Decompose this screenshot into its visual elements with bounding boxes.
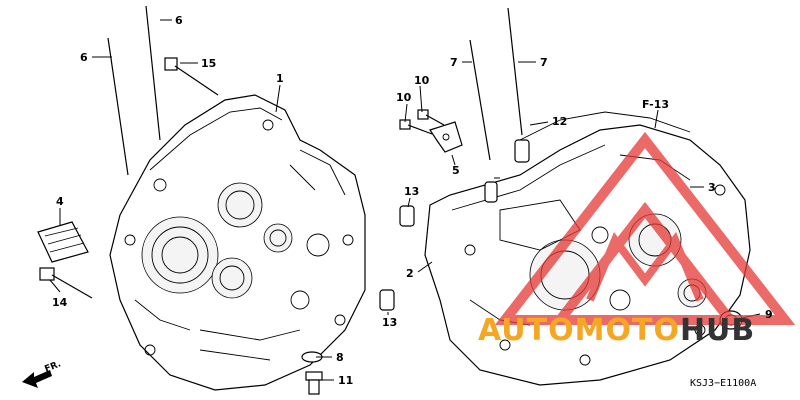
callout-6-upper: 6: [175, 14, 183, 27]
left-crankcase-half: [109, 94, 366, 391]
callout-12: 12: [552, 115, 567, 128]
front-direction-indicator: FR.: [22, 359, 63, 388]
watermark-text-hub: HUB: [680, 313, 755, 348]
callout-7-right: 7: [540, 56, 548, 69]
callout-14: 14: [52, 296, 68, 309]
watermark-text-auto: AUTO: [478, 313, 575, 348]
dowels-13: [379, 181, 498, 311]
bolt-15: [164, 57, 219, 96]
callout-6-lower: 6: [80, 51, 88, 64]
callout-4: 4: [56, 195, 64, 208]
callout-8: 8: [336, 351, 344, 364]
watermark-logo: [494, 131, 796, 325]
callout-11: 11: [338, 374, 353, 387]
left-studs: [107, 5, 161, 176]
callout-15: 15: [201, 57, 216, 70]
drain-plug-parts: [301, 351, 323, 395]
callout-13-lower: 13: [382, 316, 397, 329]
callout-13-upper: 13: [404, 185, 419, 198]
callout-labels: 6 6 15 1 4 14 8 11 7 7 10 10 12 5 13 13 …: [52, 14, 773, 387]
right-studs: [469, 7, 523, 161]
watermark-text: AUTOMOTOHUB: [478, 313, 755, 348]
callout-2: 2: [406, 267, 414, 280]
callout-9: 9: [765, 308, 773, 321]
watermark-text-moto: MOTO: [575, 313, 680, 348]
bolt-14: [39, 267, 93, 299]
callout-10-upper: 10: [414, 74, 430, 87]
front-arrow-icon: [22, 370, 52, 388]
callout-3: 3: [708, 181, 716, 194]
bracket-5-assembly: [399, 109, 463, 153]
leader-lines: [49, 19, 761, 381]
gasket-3: [519, 111, 691, 141]
callout-10-lower: 10: [396, 91, 412, 104]
callout-1: 1: [276, 72, 284, 85]
front-label: FR.: [43, 359, 62, 375]
oil-screen-4: [37, 221, 89, 263]
reference-label-f13: F-13: [642, 98, 669, 111]
callout-5: 5: [452, 164, 460, 177]
callout-7-left: 7: [450, 56, 458, 69]
dowel-12: [514, 139, 530, 163]
diagram-code: KSJ3−E1100A: [690, 378, 756, 389]
